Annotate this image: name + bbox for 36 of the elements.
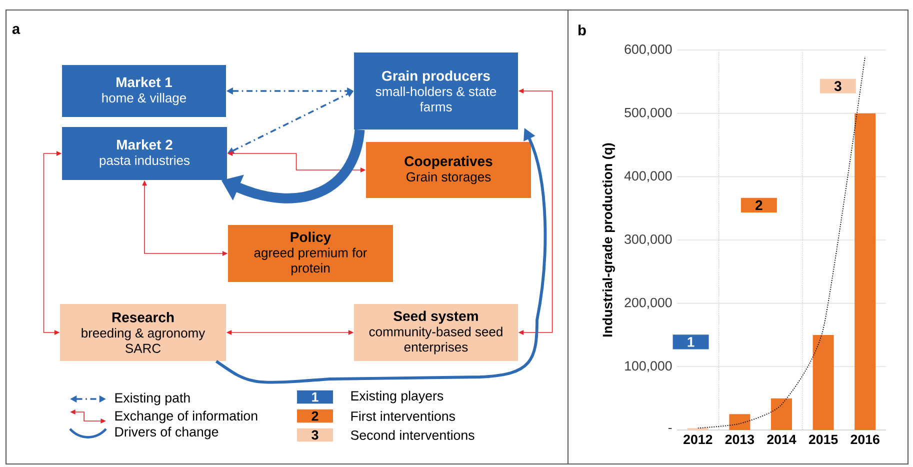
legend-label: Exchange of information	[115, 410, 258, 424]
bar	[770, 398, 792, 430]
y-tick-label: 300,000	[624, 234, 672, 246]
process-box: Market 2 pasta industries	[62, 127, 227, 180]
process-box: Market 1 home & village	[62, 65, 226, 117]
x-tick-label: 2013	[725, 434, 754, 444]
y-tick-label: 200,000	[624, 298, 672, 309]
y-tick-label: 600,000	[624, 44, 672, 56]
x-tick-label: 2012	[684, 434, 712, 444]
x-tick-label: 2014	[767, 434, 796, 444]
x-tick-label: 2015	[808, 434, 838, 444]
legend-label: First interventions	[351, 411, 455, 421]
x-tick-label: 2016	[850, 434, 880, 444]
y-tick-label: -	[668, 428, 672, 429]
annotation: 2	[756, 200, 762, 210]
bar	[812, 334, 834, 430]
legend-label: Existing path	[115, 392, 190, 406]
legend-label: Drivers of change	[115, 426, 218, 440]
annotation: 3	[834, 81, 842, 92]
process-box: Seed system community-based seed enterprises	[354, 304, 518, 361]
legend-label: Second interventions	[350, 430, 474, 440]
y-tick-label: 400,000	[624, 171, 672, 182]
process-box: Policy agreed premium for protein	[228, 225, 393, 282]
y-tick-label: 100,000	[625, 361, 672, 372]
y-tick-label: 500,000	[624, 108, 672, 119]
process-box: Grain producers small-holders & state farms	[354, 52, 518, 130]
bar	[854, 113, 876, 430]
y-axis-title: Industrial-grade production (q)	[602, 143, 615, 336]
line-series	[697, 56, 866, 429]
panel-letter: a	[12, 26, 20, 34]
legend-label: Existing players	[351, 390, 444, 404]
panel-letter: b	[578, 24, 586, 36]
process-box: Cooperatives Grain storages	[366, 142, 531, 198]
annotation: 1	[688, 337, 694, 347]
bar	[729, 414, 750, 430]
process-box: Research breeding & agronomy SARC	[60, 304, 226, 361]
